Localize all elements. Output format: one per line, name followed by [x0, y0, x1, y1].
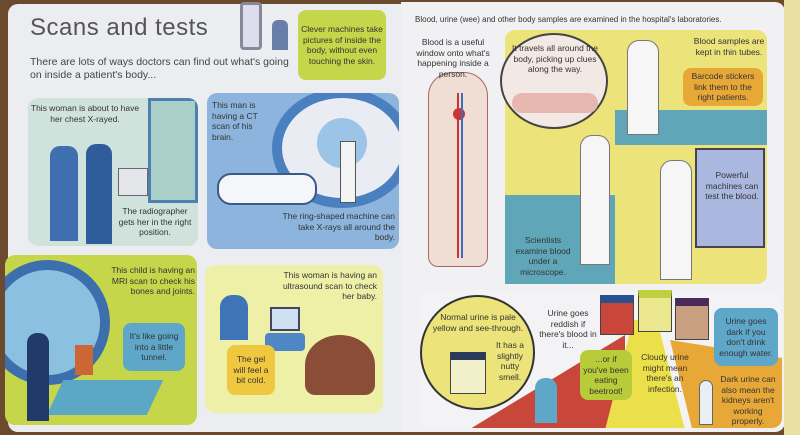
mri-caption: This child is having an MRI scan to chec…	[111, 265, 195, 296]
machine-speech-bubble: Clever machines take pictures of inside …	[298, 10, 386, 80]
tubes-text: Blood samples are kept in thin tubes.	[693, 36, 765, 57]
lab-intro: Blood, urine (wee) and other body sample…	[415, 15, 722, 24]
intro-text: There are lots of ways doctors can find …	[30, 56, 289, 81]
pregnant-woman-illustration	[305, 335, 375, 395]
book-edge	[784, 0, 800, 435]
mri-bed-illustration	[46, 380, 164, 415]
beetroot-speech-bubble: ...or if you've been eating beetroot!	[580, 350, 632, 400]
machines-text: Powerful machines can test the blood.	[705, 170, 759, 201]
artery-icon	[457, 93, 459, 258]
urine-panel: Normal urine is pale yellow and see-thro…	[420, 290, 782, 428]
girl-illustration	[535, 378, 557, 423]
ct-note: The ring-shaped machine can take X-rays …	[282, 211, 395, 242]
person-illustration	[272, 20, 288, 50]
cloudy-urine-jar	[638, 290, 672, 332]
pale-urine-jar	[450, 352, 486, 394]
nutty-smell-text: It has a slightly nutty smell.	[496, 340, 524, 382]
kidneys-text: Dark urine can also mean the kidneys are…	[720, 374, 776, 426]
xray-caption: This woman is about to have her chest X-…	[30, 103, 140, 124]
heart-icon	[453, 108, 465, 120]
boy-drinking-illustration	[699, 380, 713, 425]
ultrasound-console-illustration	[265, 333, 305, 351]
barcode-speech-bubble: Barcode stickers link them to the right …	[683, 68, 763, 106]
nurse-illustration	[27, 333, 49, 421]
blood-analyser-illustration	[695, 148, 765, 248]
human-body-illustration	[428, 72, 488, 267]
analyst-illustration	[660, 160, 692, 280]
reddish-urine-text: Urine goes reddish if there's blood in i…	[539, 308, 597, 350]
red-urine-jar	[600, 295, 634, 335]
patient-illustration	[50, 146, 78, 241]
blood-window-text: Blood is a useful window onto what's hap…	[416, 37, 490, 79]
dark-urine-jar	[675, 298, 709, 340]
lab-technician-illustration	[627, 40, 659, 135]
blood-vessel-magnifier: It travels all around the body, picking …	[500, 33, 608, 129]
xray-note: The radiographer gets her in the right p…	[118, 206, 192, 237]
blood-vessel-illustration	[512, 93, 598, 113]
radiographer-illustration	[86, 144, 112, 244]
ultrasound-speech-bubble: The gel will feel a bit cold.	[227, 345, 275, 395]
dark-urine-speech-bubble: Urine goes dark if you don't drink enoug…	[714, 308, 778, 366]
xray-device-illustration	[118, 168, 148, 196]
child-illustration	[75, 345, 93, 375]
xray-machine-illustration	[240, 2, 262, 50]
ultrasound-panel: This woman is having an ultrasound scan …	[205, 265, 383, 413]
ct-panel: This man is having a CT scan of his brai…	[207, 93, 399, 249]
ultrasound-caption: This woman is having an ultrasound scan …	[282, 270, 377, 301]
window-illustration	[148, 98, 198, 203]
sonographer-illustration	[220, 295, 248, 340]
blood-travels-text: It travels all around the body, picking …	[512, 43, 598, 74]
ct-caption: This man is having a CT scan of his brai…	[212, 100, 258, 142]
cloudy-urine-text: Cloudy urine might mean there's an infec…	[641, 352, 689, 394]
scanner-bed-illustration	[217, 173, 317, 205]
mri-scanner-illustration	[5, 260, 110, 385]
mri-panel: This child is having an MRI scan to chec…	[5, 255, 197, 425]
xray-panel: This woman is about to have her chest X-…	[28, 98, 198, 246]
mri-speech-bubble: It's like going into a little tunnel.	[123, 323, 185, 371]
page-title: Scans and tests	[30, 14, 209, 41]
normal-urine-text: Normal urine is pale yellow and see-thro…	[432, 312, 524, 333]
technician-illustration	[340, 141, 356, 203]
vein-icon	[461, 93, 463, 258]
ultrasound-monitor-illustration	[270, 307, 300, 331]
scientist-illustration	[580, 135, 610, 265]
microscope-text: Scientists examine blood under a microsc…	[515, 235, 571, 277]
